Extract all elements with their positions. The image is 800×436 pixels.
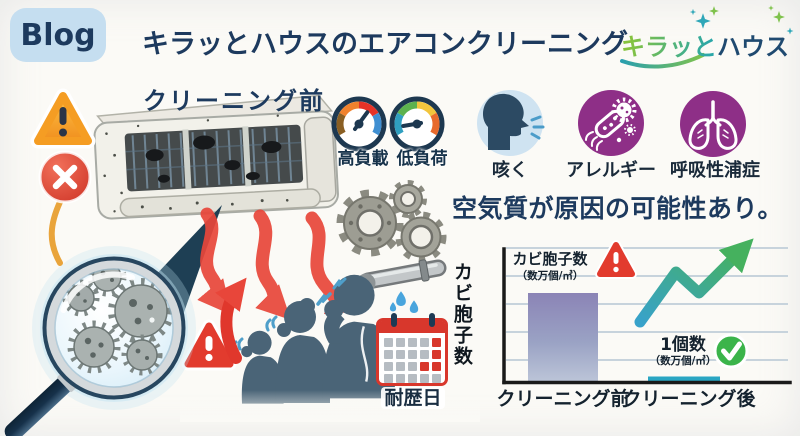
calendar-ring: [391, 313, 397, 327]
air-conditioner-illustration: [93, 94, 339, 220]
calendar-header: [379, 321, 445, 333]
chart-warning-icon: [595, 240, 637, 279]
brand-logo: キラッとハウス: [621, 27, 789, 62]
gauge-high-icon: [331, 96, 387, 152]
chart-bar-after: [648, 376, 720, 383]
chart-check-icon: [713, 333, 749, 369]
calendar-ring: [429, 313, 435, 327]
symptom-allergy-label: アレルギー: [566, 160, 656, 181]
error-x-icon: [38, 150, 92, 204]
calendar-icon: [376, 313, 448, 386]
chart-before-bar-unit: （数万個/㎥）: [516, 270, 584, 282]
chart-after-bar-label: 1個数: [660, 335, 706, 355]
cause-headline: 空気質が原因の可能性あり。: [452, 194, 784, 223]
water-drops-icon: [389, 291, 419, 314]
gears-icon: [336, 180, 447, 263]
trend-up-arrow-icon: [634, 238, 754, 328]
gauge-low-icon: [389, 96, 445, 152]
calendar-grid: [384, 338, 441, 383]
chart-y-axis-label: カビ胞子数: [450, 262, 473, 367]
people-silhouettes: [241, 274, 395, 404]
alert-triangle-icon: [181, 319, 237, 371]
grime-specks: [103, 114, 289, 213]
chart-x-label-before: クリーニング前: [496, 388, 630, 410]
connector-line: [48, 199, 63, 266]
symptom-allergy-icon: [578, 90, 644, 156]
symptom-respiratory-label: 呼吸性浦症: [670, 160, 760, 181]
gauge-low-label: 低負荷: [396, 149, 448, 169]
warning-triangle-icon: [30, 88, 96, 149]
person-woman: [275, 298, 330, 403]
gauge-high-label: 高負載: [337, 149, 389, 169]
symptom-cough-label: 咳く: [492, 160, 528, 181]
logo-swoosh: [620, 53, 705, 69]
symptom-lungs-icon: [680, 91, 746, 157]
chart-bar-before: [528, 293, 598, 382]
before-cleaning-heading: クリーニング前: [143, 87, 325, 115]
mold-stains: [145, 135, 282, 183]
calendar-label: 耐歴日: [374, 387, 452, 409]
page-title: キラッとハウスのエアコンクリーニング: [142, 29, 628, 60]
blog-badge[interactable]: Blog: [10, 8, 106, 62]
symptom-cough-icon: [477, 90, 545, 156]
chart-before-bar-label: カビ胞子数: [512, 250, 588, 268]
chart-x-label-after: クリーニング後: [622, 388, 756, 410]
rising-arrow-icon: [215, 277, 247, 364]
brand-logo-accent: キラッと: [621, 33, 717, 61]
chart-axes: [502, 247, 792, 385]
chart-after-bar-unit: （数万個/㎥）: [649, 355, 717, 367]
magnifier-icon: [4, 246, 196, 436]
brand-logo-dark: ハウス: [717, 33, 789, 61]
